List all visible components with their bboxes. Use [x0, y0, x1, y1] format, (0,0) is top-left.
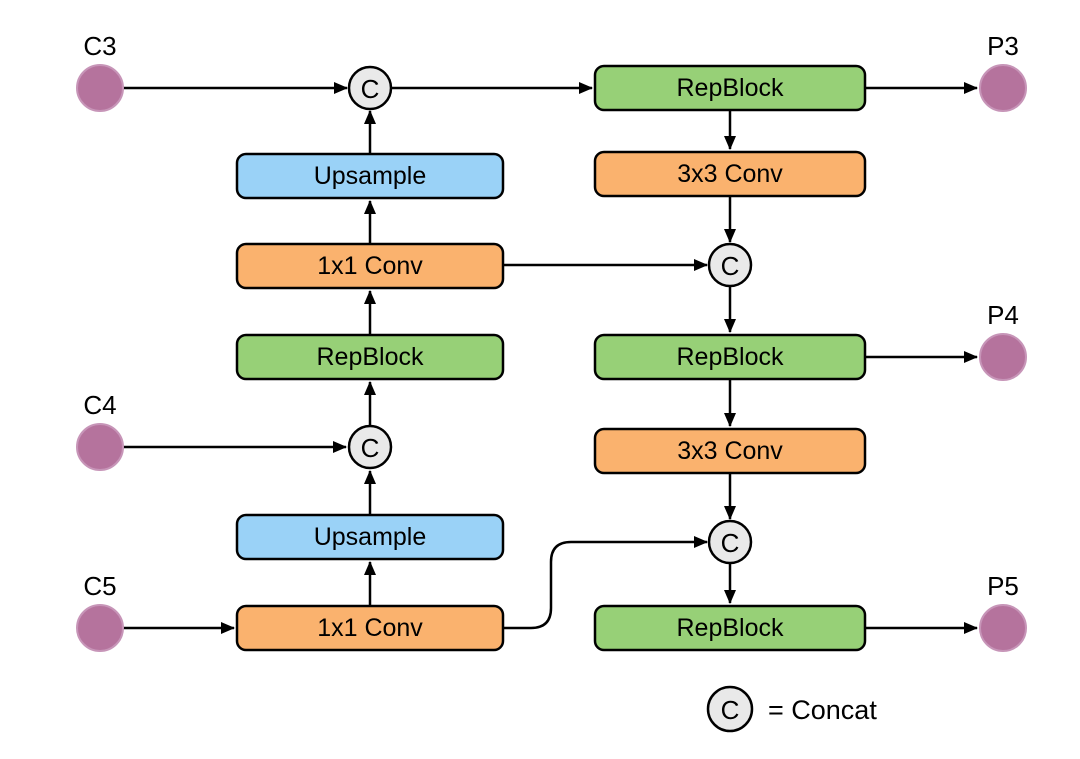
- block-repblock-p5-label: RepBlock: [677, 614, 784, 642]
- block-repblock-p3-label: RepBlock: [677, 74, 784, 102]
- concat-node-top-circle: [347, 65, 393, 111]
- legend-concat-circle: [706, 685, 754, 733]
- block-upsample-top-rect: [235, 152, 505, 200]
- block-conv3x3-p3-rect: [593, 150, 867, 198]
- block-conv3x3-p3-label: 3x3 Conv: [677, 160, 783, 188]
- io-nodes: C3 C4 C5 P3 P4 P5: [76, 31, 1027, 652]
- concat-node-left-circle: [347, 424, 393, 470]
- block-upsample-top: Upsample: [235, 152, 505, 200]
- output-label-p5: P5: [987, 571, 1019, 601]
- block-nodes-left: Upsample 1x1 Conv RepBlock Upsample 1x1 …: [235, 152, 505, 652]
- block-repblock-p3-rect: [593, 64, 867, 112]
- legend: C = Concat: [706, 685, 877, 733]
- input-label-c3: C3: [83, 31, 116, 61]
- block-repblock-left-rect: [235, 333, 505, 381]
- output-node-p4: [979, 333, 1027, 381]
- block-conv1x1-bottom-rect: [235, 604, 505, 652]
- input-node-c5: [76, 604, 124, 652]
- block-repblock-left: RepBlock: [235, 333, 505, 381]
- edge-conv1x1-bottom-to-concat-low: [503, 536, 708, 630]
- legend-concat-letter: C: [721, 695, 740, 725]
- concat-node-low: C: [707, 519, 753, 565]
- block-repblock-p4: RepBlock: [593, 333, 867, 381]
- block-conv1x1-top-rect: [235, 242, 505, 290]
- output-label-p3: P3: [987, 31, 1019, 61]
- block-upsample-top-label: Upsample: [314, 162, 427, 190]
- block-conv3x3-p4: 3x3 Conv: [593, 427, 867, 475]
- concat-node-low-letter: C: [721, 528, 740, 558]
- edges: [123, 82, 978, 634]
- concat-node-right: C: [707, 242, 753, 288]
- block-upsample-bottom: Upsample: [235, 513, 505, 561]
- block-conv1x1-top: 1x1 Conv: [235, 242, 505, 290]
- legend-text: = Concat: [768, 695, 877, 725]
- block-conv1x1-top-label: 1x1 Conv: [317, 252, 423, 280]
- concat-node-right-circle: [707, 242, 753, 288]
- block-conv1x1-bottom: 1x1 Conv: [235, 604, 505, 652]
- output-node-p3: [979, 64, 1027, 112]
- concat-node-top-letter: C: [361, 74, 380, 104]
- input-node-c3: [76, 64, 124, 112]
- output-node-p5: [979, 604, 1027, 652]
- input-label-c5: C5: [83, 571, 116, 601]
- concat-node-top: C: [347, 65, 393, 111]
- block-repblock-p5-rect: [593, 604, 867, 652]
- block-repblock-p5: RepBlock: [593, 604, 867, 652]
- block-conv3x3-p4-rect: [593, 427, 867, 475]
- block-repblock-p4-rect: [593, 333, 867, 381]
- concat-node-low-circle: [707, 519, 753, 565]
- block-repblock-left-label: RepBlock: [317, 343, 424, 371]
- concat-node-left-letter: C: [361, 433, 380, 463]
- concat-node-left: C: [347, 424, 393, 470]
- block-conv1x1-bottom-label: 1x1 Conv: [317, 614, 423, 642]
- block-upsample-bottom-label: Upsample: [314, 523, 427, 551]
- concat-nodes: C C C C: [347, 65, 753, 565]
- block-nodes-right: RepBlock 3x3 Conv RepBlock 3x3 Conv RepB…: [593, 64, 867, 652]
- block-conv3x3-p4-label: 3x3 Conv: [677, 437, 783, 465]
- block-conv3x3-p3: 3x3 Conv: [593, 150, 867, 198]
- input-label-c4: C4: [83, 390, 116, 420]
- input-node-c4: [76, 423, 124, 471]
- block-repblock-p4-label: RepBlock: [677, 343, 784, 371]
- block-upsample-bottom-rect: [235, 513, 505, 561]
- block-repblock-p3: RepBlock: [593, 64, 867, 112]
- output-label-p4: P4: [987, 300, 1019, 330]
- concat-node-right-letter: C: [721, 251, 740, 281]
